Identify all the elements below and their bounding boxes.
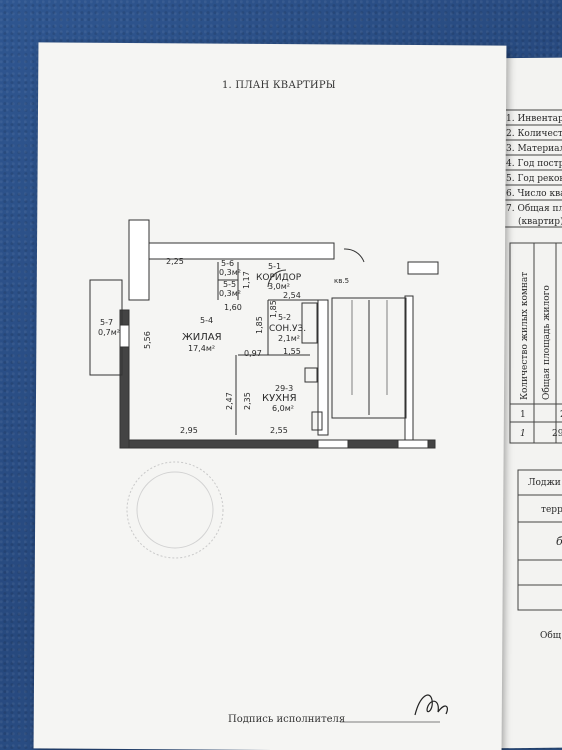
right-row-3: 3. Материал [506,144,562,154]
door-corridor-icon [267,269,287,288]
dim-5-56: 5,56 [143,331,152,349]
bathtub-icon [301,302,318,344]
room-name-corridor: КОРИДОР [256,273,302,283]
room-id-5-7: 5-7 [100,318,113,327]
lower-label-loggia: Лоджи [528,478,561,488]
dim-1-85-a: 1,85 [269,300,278,318]
room-area-5-1: 3,0м² [268,282,290,291]
room-area-5-7: 0,7м² [98,328,120,337]
wall-left-lower [119,309,130,449]
door-entrance-icon [343,248,365,263]
col-header-rooms: Количество жилых комнат [520,272,530,400]
room-id-5-2: 5-2 [278,313,291,322]
right-row-5: 5. Год рекон [506,174,562,184]
wall-top-right [407,261,439,275]
room-area-5-6: 0,3м² [219,268,241,277]
stairwell [331,297,407,419]
window-stair [397,439,429,449]
room-area-29-3: 6,0м² [272,404,294,413]
right-row-4: 4. Год постр [506,159,562,169]
room-id-5-4: 5-4 [200,316,213,325]
wall-top [148,242,335,260]
dim-0-97: 0,97 [244,349,262,358]
room-name-kitchen: КУХНЯ [262,393,297,404]
room-area-5-4: 17,4м² [188,344,215,353]
room-name-bathroom: СОН.УЗ. [269,324,306,334]
right-row-2: 2. Количест [506,129,562,139]
wall-left-upper [128,219,150,301]
room-id-5-1: 5-1 [268,262,281,271]
row-index-1: 1 [520,410,526,420]
dim-2-25: 2,25 [166,257,184,266]
window-living [119,324,130,348]
lower-label-b: б [556,535,562,548]
dim-2-35: 2,35 [243,392,252,410]
right-row-1: 1. Инвентар [506,114,562,124]
signature-label: Подпись исполнителя [228,714,346,725]
row-value-1: 2 [560,410,562,420]
dim-1-17: 1,17 [242,271,251,289]
room-id-29-3: 29-3 [275,384,293,393]
lower-label-terrace: терр [541,505,562,515]
dim-2-95: 2,95 [180,426,198,435]
sink-icon [311,411,323,431]
handwritten-signature [414,694,449,716]
right-row-8: (квартир) [518,216,562,227]
stamp-inner-ring [136,471,214,549]
dim-2-54: 2,54 [283,291,301,300]
room-area-5-2: 2,1м² [278,334,300,343]
dim-2-47: 2,47 [225,392,234,410]
room-id-5-5: 5-5 [223,280,236,289]
col-header-area: Общая площадь жилого [541,285,552,400]
document-title: 1. ПЛАН КВАРТИРЫ [222,80,336,91]
room-name-living: ЖИЛАЯ [182,332,222,343]
stamp-mark [126,461,224,559]
window-kitchen [317,439,349,449]
right-row-7: 7. Общая пл [506,203,562,214]
lower-label-total: Общ [540,630,562,641]
wall-stair-divider [317,299,329,436]
right-row-6: 6. Число ква [506,189,562,199]
wall-bottom [119,439,436,449]
row-index-2: 1 [520,429,526,439]
dim-2-55: 2,55 [270,426,288,435]
row-value-2: 29 [552,429,562,439]
dim-1-55: 1,55 [283,347,301,356]
apartment-label: кв.5 [334,277,349,285]
dim-1-60: 1,60 [224,303,242,312]
room-area-5-5: 0,3м² [219,289,241,298]
dim-1-85-b: 1,85 [255,316,264,334]
stove-icon [304,367,318,383]
room-id-5-6: 5-6 [221,259,234,268]
